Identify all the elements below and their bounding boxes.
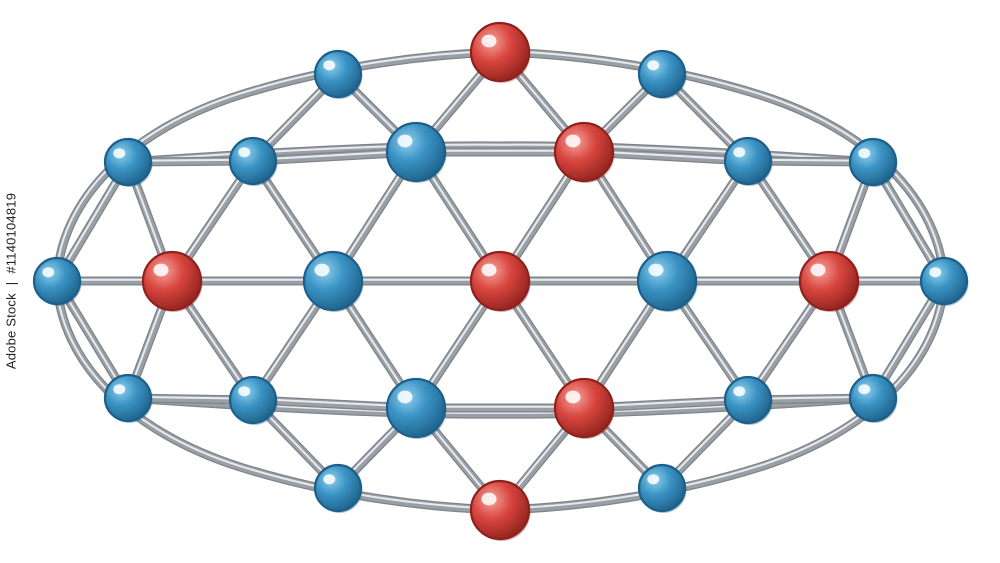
- atom-sphere: [103, 373, 153, 423]
- atom-bottom-center-red: [469, 479, 531, 541]
- atom-right-tip-blue: [919, 256, 969, 306]
- atom-highlight: [481, 34, 497, 48]
- atom-sphere: [141, 250, 203, 312]
- atom-highlight: [810, 263, 826, 277]
- atom-sphere: [469, 21, 531, 83]
- watermark-id: Adobe Stock | #1140104819: [4, 189, 19, 373]
- atom-sphere: [848, 373, 898, 423]
- atom-upper-5-blue: [723, 136, 773, 186]
- atom-sphere: [637, 463, 687, 513]
- atom-highlight: [481, 263, 497, 277]
- atom-bottom-right-blue: [637, 463, 687, 513]
- atom-sphere: [553, 377, 615, 439]
- atom-bottom-left-blue: [313, 463, 363, 513]
- atom-highlight: [858, 384, 871, 395]
- atom-sphere: [385, 121, 447, 183]
- atom-highlight: [323, 474, 336, 485]
- atom-lower-4-red: [553, 377, 615, 439]
- atom-sphere: [919, 256, 969, 306]
- atom-mid-2-blue: [302, 250, 364, 312]
- atom-left-tip-blue: [32, 256, 82, 306]
- atom-sphere: [313, 463, 363, 513]
- atom-highlight: [733, 147, 746, 158]
- atom-highlight: [565, 390, 581, 404]
- atom-highlight: [481, 492, 497, 506]
- atom-highlight: [397, 134, 413, 148]
- atom-sphere: [103, 137, 153, 187]
- atom-sphere: [313, 49, 363, 99]
- atom-sphere: [723, 136, 773, 186]
- atom-mid-5-red: [798, 250, 860, 312]
- atom-highlight: [397, 390, 413, 404]
- atom-highlight: [858, 148, 871, 159]
- atom-sphere: [228, 375, 278, 425]
- watermark-separator: |: [3, 281, 19, 286]
- atom-lower-6-blue: [848, 373, 898, 423]
- atom-highlight: [648, 263, 664, 277]
- atom-highlight: [647, 60, 660, 71]
- lattice-atoms: [32, 21, 969, 541]
- atom-upper-3-blue: [385, 121, 447, 183]
- atom-upper-6-blue: [848, 137, 898, 187]
- rod-stroke: [124, 394, 877, 418]
- atom-highlight: [647, 474, 660, 485]
- atom-upper-4-red: [553, 121, 615, 183]
- watermark-provider: Adobe Stock: [3, 293, 19, 370]
- atom-highlight: [238, 386, 251, 397]
- atom-sphere: [636, 250, 698, 312]
- atom-highlight: [113, 148, 126, 159]
- atom-sphere: [848, 137, 898, 187]
- atom-highlight: [565, 134, 581, 148]
- atom-upper-2-blue: [228, 136, 278, 186]
- atom-sphere: [469, 250, 531, 312]
- atom-sphere: [637, 49, 687, 99]
- atom-sphere: [798, 250, 860, 312]
- atom-top-left-blue: [313, 49, 363, 99]
- atom-highlight: [113, 384, 126, 395]
- atom-highlight: [238, 147, 251, 158]
- atom-sphere: [32, 256, 82, 306]
- atom-lower-2-blue: [228, 375, 278, 425]
- rod-highlight: [126, 143, 874, 162]
- atom-mid-3-red: [469, 250, 531, 312]
- atom-top-center-red: [469, 21, 531, 83]
- atom-sphere: [228, 136, 278, 186]
- upper-arc-rod: [123, 141, 878, 167]
- atom-highlight: [42, 267, 55, 278]
- atom-sphere: [302, 250, 364, 312]
- atom-mid-1-red: [141, 250, 203, 312]
- atom-highlight: [323, 60, 336, 71]
- atom-lower-3-blue: [385, 377, 447, 439]
- atom-mid-4-blue: [636, 250, 698, 312]
- atom-sphere: [553, 121, 615, 183]
- atom-highlight: [153, 263, 169, 277]
- atom-top-right-blue: [637, 49, 687, 99]
- rod-stroke: [124, 142, 877, 166]
- atom-highlight: [733, 386, 746, 397]
- watermark-number: #1140104819: [3, 192, 19, 274]
- atom-sphere: [723, 375, 773, 425]
- atom-upper-1-blue: [103, 137, 153, 187]
- atom-highlight: [929, 267, 942, 278]
- atom-sphere: [469, 479, 531, 541]
- atom-highlight: [314, 263, 330, 277]
- atom-lower-1-blue: [103, 373, 153, 423]
- atom-sphere: [385, 377, 447, 439]
- atom-lower-5-blue: [723, 375, 773, 425]
